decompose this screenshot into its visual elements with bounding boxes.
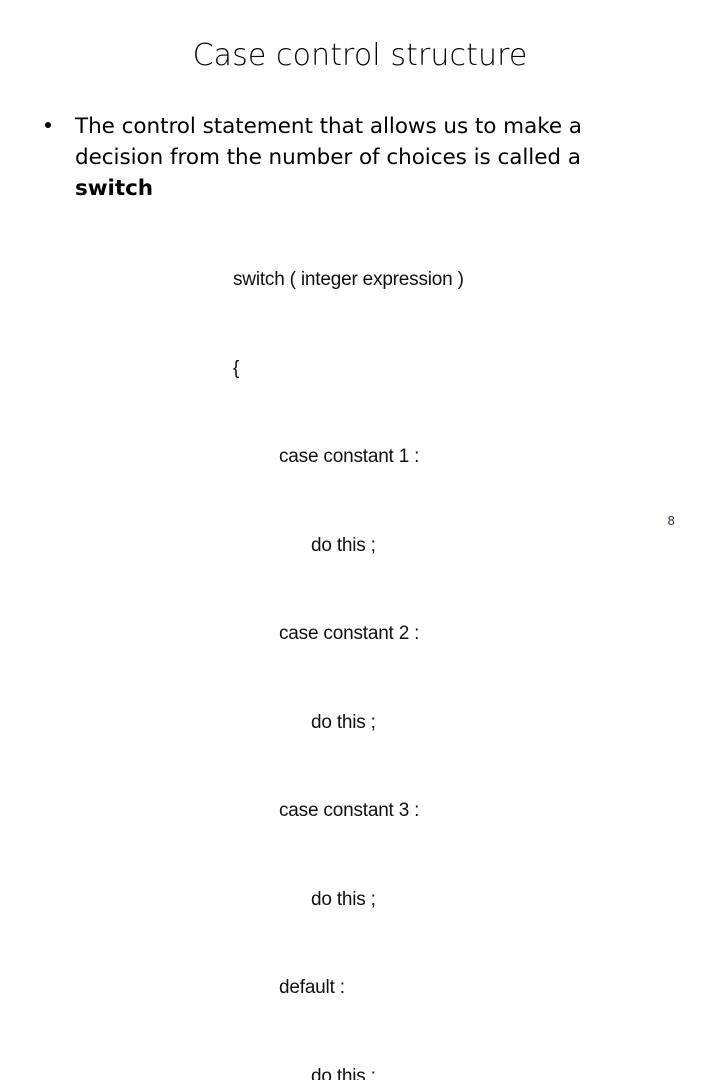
bullet-keyword-switch: switch	[75, 176, 153, 201]
code-line: {	[233, 354, 464, 384]
code-line: default :	[233, 973, 464, 1003]
list-item: The control statement that allows us to …	[38, 111, 663, 204]
page-number: 8	[667, 514, 675, 528]
code-line: case constant 2 :	[233, 619, 464, 649]
code-line: do this ;	[233, 708, 464, 738]
bullet-text-plain: The control statement that allows us to …	[75, 114, 582, 170]
code-line: do this ;	[233, 885, 464, 915]
page-title: Case control structure	[0, 36, 720, 76]
code-line: do this ;	[233, 1062, 464, 1080]
bullet-item-label: The control statement that allows us to …	[75, 111, 663, 204]
code-line: case constant 3 :	[233, 796, 464, 826]
slide-canvas: Case control structure The control state…	[0, 0, 720, 540]
bullet-dot-icon	[45, 122, 51, 128]
code-line: case constant 1 :	[233, 442, 464, 472]
bullet-list: The control statement that allows us to …	[38, 111, 663, 204]
code-line: switch ( integer expression )	[233, 265, 464, 295]
code-line: do this ;	[233, 531, 464, 561]
code-snippet: switch ( integer expression ) { case con…	[233, 206, 464, 1080]
